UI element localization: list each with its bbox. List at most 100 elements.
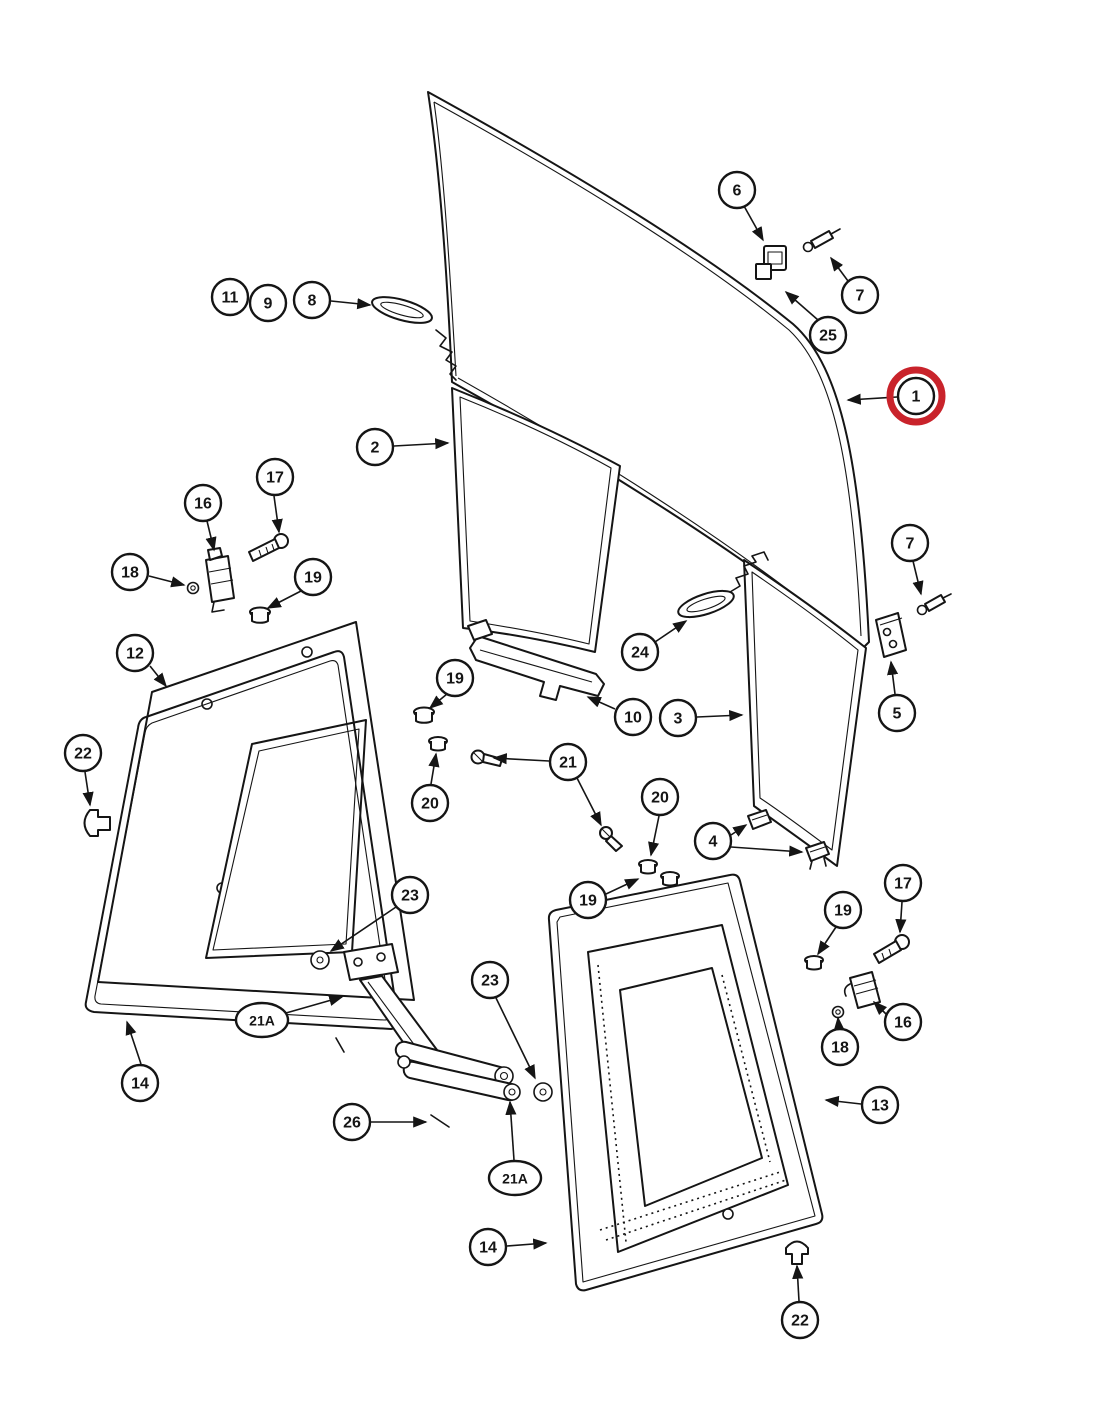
front-seal-frame <box>84 650 400 1030</box>
callout-17[interactable]: 17 <box>883 863 923 903</box>
callout-16[interactable]: 16 <box>183 483 223 523</box>
callout-14[interactable]: 14 <box>120 1063 160 1103</box>
balloon-shape <box>823 890 863 930</box>
balloon-label: 19 <box>304 570 322 587</box>
balloon-shape <box>808 315 848 355</box>
callout-11[interactable]: 11 <box>210 277 250 317</box>
balloon-shape <box>234 1001 290 1039</box>
balloon-shape <box>63 733 103 773</box>
spring-pin <box>430 1114 450 1128</box>
balloon-label: 24 <box>631 645 649 662</box>
balloon-shape <box>183 483 223 523</box>
balloon-shape <box>896 376 936 416</box>
balloon-shape <box>780 1300 820 1340</box>
callout-7[interactable]: 7 <box>890 523 930 563</box>
leader-line <box>428 752 440 785</box>
balloon-shape <box>640 777 680 817</box>
callout-19[interactable]: 19 <box>293 557 333 597</box>
callout-22[interactable]: 22 <box>63 733 103 773</box>
balloon-label: 22 <box>74 746 92 763</box>
leader-line <box>648 815 660 857</box>
door-glass <box>427 91 870 651</box>
balloon-label: 8 <box>308 293 317 310</box>
balloon-label: 2 <box>371 440 380 457</box>
balloon-label: 6 <box>733 183 742 200</box>
balloon-label: 19 <box>579 893 597 910</box>
callout-3[interactable]: 3 <box>658 698 698 738</box>
balloon-shape <box>390 875 430 915</box>
leader-line <box>393 438 450 450</box>
callout-1[interactable]: 1 <box>886 366 946 426</box>
rear-window-panel <box>587 924 789 1253</box>
leader-line <box>576 777 602 827</box>
callout-21A[interactable]: 21A <box>234 1001 290 1039</box>
callout-6[interactable]: 6 <box>717 170 757 210</box>
callout-20[interactable]: 20 <box>410 783 450 823</box>
leader-line <box>872 1000 888 1016</box>
balloon-shape <box>658 698 698 738</box>
callout-18[interactable]: 18 <box>110 552 150 592</box>
callout-5[interactable]: 5 <box>877 693 917 733</box>
highlight-ring <box>886 366 946 426</box>
striker-clip <box>755 245 787 280</box>
balloon-shape <box>613 697 653 737</box>
leader-line <box>895 901 907 934</box>
callout-20[interactable]: 20 <box>640 777 680 817</box>
callout-16[interactable]: 16 <box>883 1002 923 1042</box>
callout-24[interactable]: 24 <box>620 632 660 672</box>
leader-line <box>495 997 536 1080</box>
balloon-label: 3 <box>674 711 683 728</box>
callout-7[interactable]: 7 <box>840 275 880 315</box>
balloon-shape <box>120 1063 160 1103</box>
leader-line <box>505 1100 517 1161</box>
callout-14[interactable]: 14 <box>468 1227 508 1267</box>
balloon-label: 26 <box>343 1115 361 1132</box>
callout-25[interactable]: 25 <box>808 315 848 355</box>
callout-21[interactable]: 21 <box>548 742 588 782</box>
callout-2[interactable]: 2 <box>355 427 395 467</box>
callout-21A[interactable]: 21A <box>487 1159 543 1197</box>
callout-9[interactable]: 9 <box>248 283 288 323</box>
callout-12[interactable]: 12 <box>115 633 155 673</box>
leader-line <box>833 1016 845 1032</box>
leader-line <box>506 1238 548 1250</box>
callout-8[interactable]: 8 <box>292 280 332 320</box>
callout-17[interactable]: 17 <box>255 457 295 497</box>
callout-13[interactable]: 13 <box>860 1085 900 1125</box>
balloon-label: 7 <box>856 288 865 305</box>
callout-10[interactable]: 10 <box>613 697 653 737</box>
balloon-shape <box>255 457 295 497</box>
balloon-label: 20 <box>651 790 669 807</box>
leader-line <box>266 590 302 609</box>
balloon-shape <box>470 960 510 1000</box>
callout-19[interactable]: 19 <box>435 658 475 698</box>
callout-22[interactable]: 22 <box>780 1300 820 1340</box>
leader-line <box>730 824 748 837</box>
leader-line <box>205 520 217 552</box>
balloon-label: 14 <box>131 1076 149 1093</box>
leader-line <box>817 926 837 956</box>
balloon-label: 12 <box>126 646 144 663</box>
callout-19[interactable]: 19 <box>823 890 863 930</box>
callout-23[interactable]: 23 <box>390 875 430 915</box>
balloon-label: 18 <box>121 565 139 582</box>
guide-bracket-left <box>205 547 235 613</box>
balloon-shape <box>355 427 395 467</box>
callout-23[interactable]: 23 <box>470 960 510 1000</box>
callout-4[interactable]: 4 <box>693 821 733 861</box>
balloon-shape <box>115 633 155 673</box>
pivot-pin-upper <box>802 228 841 253</box>
callout-18[interactable]: 18 <box>820 1027 860 1067</box>
hinge-bracket <box>875 612 907 658</box>
balloon-shape <box>110 552 150 592</box>
pivot-pin-right <box>916 593 952 616</box>
balloon-label: 13 <box>871 1098 889 1115</box>
leader-line <box>887 660 899 695</box>
callout-26[interactable]: 26 <box>332 1102 372 1142</box>
leader-line <box>329 906 397 952</box>
callout-19[interactable]: 19 <box>568 880 608 920</box>
washer-mid <box>428 736 448 752</box>
balloon-label: 23 <box>401 888 419 905</box>
balloon-shape <box>877 693 917 733</box>
leader-line <box>330 298 372 310</box>
